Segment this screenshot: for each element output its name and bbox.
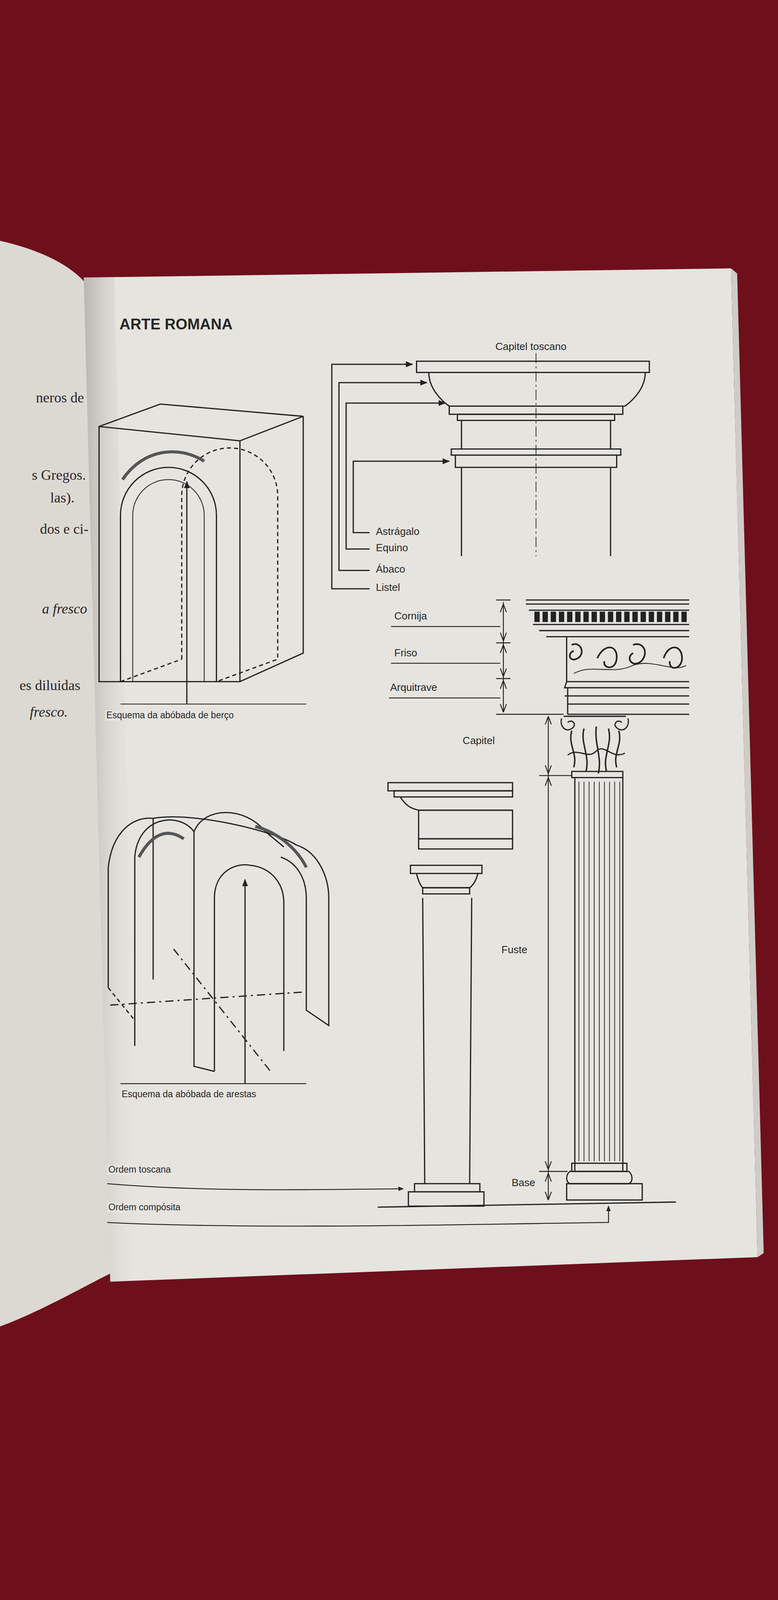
dentil bbox=[633, 612, 638, 622]
part-label: Equino bbox=[374, 542, 410, 554]
page-text: es diluidas bbox=[18, 677, 82, 694]
dentil bbox=[543, 612, 547, 622]
dentil bbox=[624, 612, 629, 622]
part-label: Listel bbox=[374, 581, 402, 594]
ornament-line bbox=[614, 781, 616, 1162]
page-title: ARTE ROMANA bbox=[119, 316, 233, 334]
dentil bbox=[592, 612, 597, 622]
dentil bbox=[616, 612, 621, 622]
dentil bbox=[641, 612, 646, 622]
part-label: Astrágalo bbox=[374, 525, 421, 538]
part-label: Cornija bbox=[392, 610, 428, 623]
page-text: dos e ci- bbox=[38, 521, 90, 538]
dentil bbox=[665, 612, 670, 622]
ornament-line bbox=[609, 781, 611, 1162]
tuscan-capital bbox=[331, 353, 650, 590]
dentil bbox=[608, 612, 613, 622]
dimension-lines bbox=[377, 600, 676, 1208]
part-label: Arquitrave bbox=[389, 681, 439, 694]
barrel-vault bbox=[99, 404, 307, 705]
dentil bbox=[535, 612, 540, 622]
part-label: Base bbox=[510, 1177, 537, 1189]
part-label: Capitel bbox=[461, 735, 497, 747]
composite-column bbox=[525, 600, 690, 1201]
dentil bbox=[559, 612, 564, 622]
dentil bbox=[681, 612, 686, 622]
page-text: neros de bbox=[34, 390, 85, 407]
ornament-line bbox=[604, 781, 605, 1162]
dentil bbox=[567, 612, 572, 622]
page-text: las). bbox=[48, 490, 76, 507]
page-text: s Gregos. bbox=[30, 467, 87, 484]
ornament-line bbox=[578, 781, 580, 1162]
ornament-line bbox=[583, 781, 585, 1162]
page-text: fresco. bbox=[28, 704, 70, 721]
dentil bbox=[674, 612, 678, 622]
part-label: Friso bbox=[392, 647, 419, 659]
tuscan-column bbox=[387, 782, 513, 1207]
ornament-line bbox=[588, 781, 590, 1162]
ornament-line bbox=[598, 781, 600, 1162]
dentil bbox=[649, 612, 654, 622]
dentil bbox=[600, 612, 605, 622]
figure-caption: Esquema da abóbada de arestas bbox=[120, 1089, 258, 1100]
dentil bbox=[583, 612, 588, 622]
dentil bbox=[551, 612, 556, 622]
page-text: a fresco bbox=[40, 601, 89, 618]
part-label: Capitel toscano bbox=[494, 340, 568, 353]
order-pointers bbox=[107, 1184, 609, 1227]
dentil bbox=[575, 612, 580, 622]
right-page bbox=[83, 268, 758, 1282]
dentil bbox=[657, 612, 662, 622]
part-label: Fuste bbox=[500, 944, 529, 956]
order-label: Ordem compósita bbox=[107, 1202, 182, 1213]
right-page-edge bbox=[731, 268, 764, 1258]
part-label: Ábaco bbox=[374, 563, 407, 576]
order-label: Ordem toscana bbox=[107, 1165, 172, 1175]
ornament-line bbox=[593, 781, 595, 1162]
ornament-line bbox=[619, 781, 621, 1162]
figure-caption: Esquema da abóbada de berço bbox=[105, 710, 235, 721]
groin-vault bbox=[108, 812, 330, 1085]
